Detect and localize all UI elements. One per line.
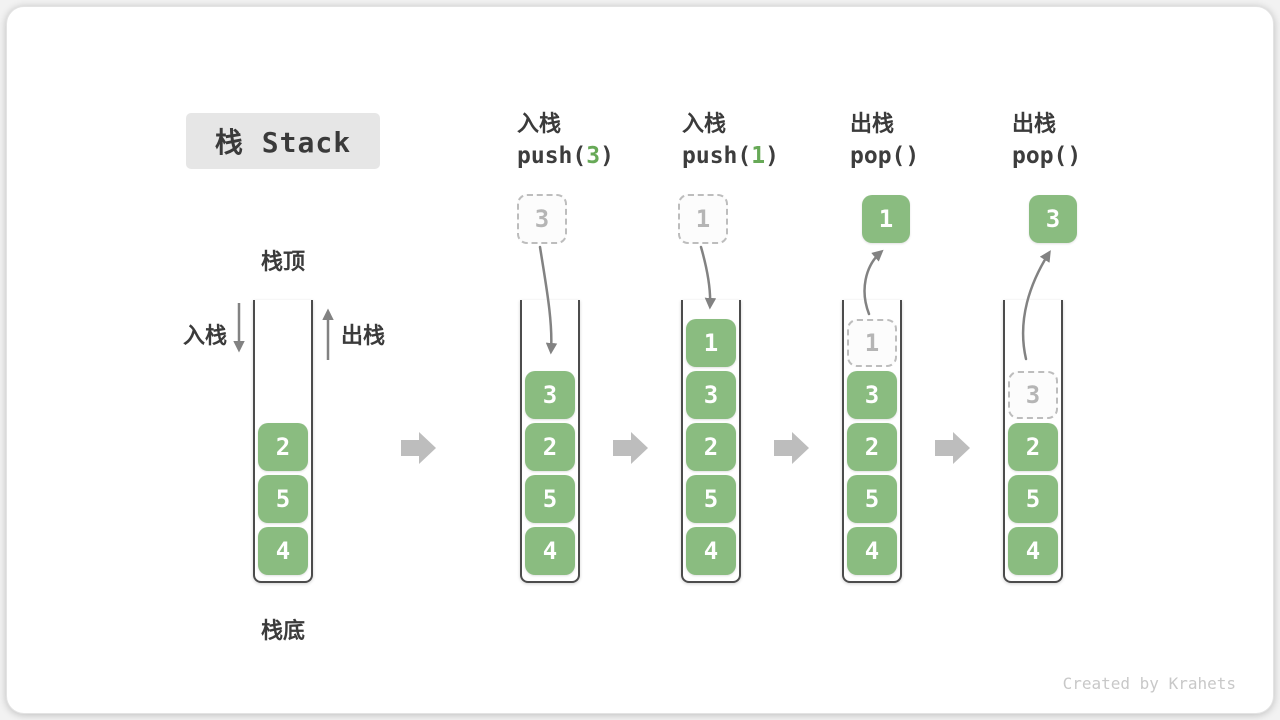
watermark: Created by Krahets (1062, 674, 1236, 693)
operation-name: 出栈 (850, 111, 895, 136)
push-side-label: 入栈 (182, 323, 227, 348)
stack-block: 3 (525, 371, 575, 419)
ghost-block: 1 (847, 319, 897, 367)
stack-block: 3 (847, 371, 897, 419)
stack-container-5: 3 2 5 4 (1003, 300, 1063, 583)
stack-block: 3 (686, 371, 736, 419)
push-arg: 3 (586, 143, 601, 169)
pop-side-label: 出栈 (341, 323, 386, 348)
operation-pop-2: 出栈 pop() (1012, 106, 1172, 169)
operation-push-3: 入栈 push(3) (517, 106, 677, 169)
stack-block: 4 (847, 527, 897, 575)
stack-block: 2 (686, 423, 736, 471)
operation-push-1: 入栈 push(1) (682, 106, 842, 169)
operation-code: pop() (1012, 143, 1082, 169)
stack-block: 2 (1008, 423, 1058, 471)
operation-name: 出栈 (1012, 111, 1057, 136)
stack-container-2: 3 2 5 4 (520, 300, 580, 583)
stack-top-label: 栈顶 (260, 249, 305, 274)
push-arg: 1 (751, 143, 766, 169)
stack-container-3: 1 3 2 5 4 (681, 300, 741, 583)
operation-pop-1: 出栈 pop() (850, 106, 1010, 169)
stack-block: 4 (686, 527, 736, 575)
stack-block: 5 (847, 475, 897, 523)
stack-block: 4 (1008, 527, 1058, 575)
stack-block: 2 (258, 423, 308, 471)
stack-block: 5 (1008, 475, 1058, 523)
stack-block: 5 (525, 475, 575, 523)
popped-block: 3 (1029, 195, 1077, 243)
operation-name: 入栈 (517, 111, 562, 136)
operation-code: push(3) (517, 143, 614, 169)
operation-name: 入栈 (682, 111, 727, 136)
pending-push-block: 3 (517, 194, 567, 244)
stack-block: 5 (686, 475, 736, 523)
stack-block: 2 (525, 423, 575, 471)
stack-bottom-label: 栈底 (260, 618, 305, 643)
stack-block: 2 (847, 423, 897, 471)
diagram-title: 栈 Stack (186, 113, 380, 169)
stack-container-1: 2 5 4 (253, 300, 313, 583)
stack-block: 1 (686, 319, 736, 367)
ghost-block: 3 (1008, 371, 1058, 419)
operation-code: pop() (850, 143, 920, 169)
pending-push-block: 1 (678, 194, 728, 244)
operation-code: push(1) (682, 143, 779, 169)
stack-block: 4 (258, 527, 308, 575)
stack-block: 4 (525, 527, 575, 575)
popped-block: 1 (862, 195, 910, 243)
stack-block: 5 (258, 475, 308, 523)
stack-container-4: 1 3 2 5 4 (842, 300, 902, 583)
